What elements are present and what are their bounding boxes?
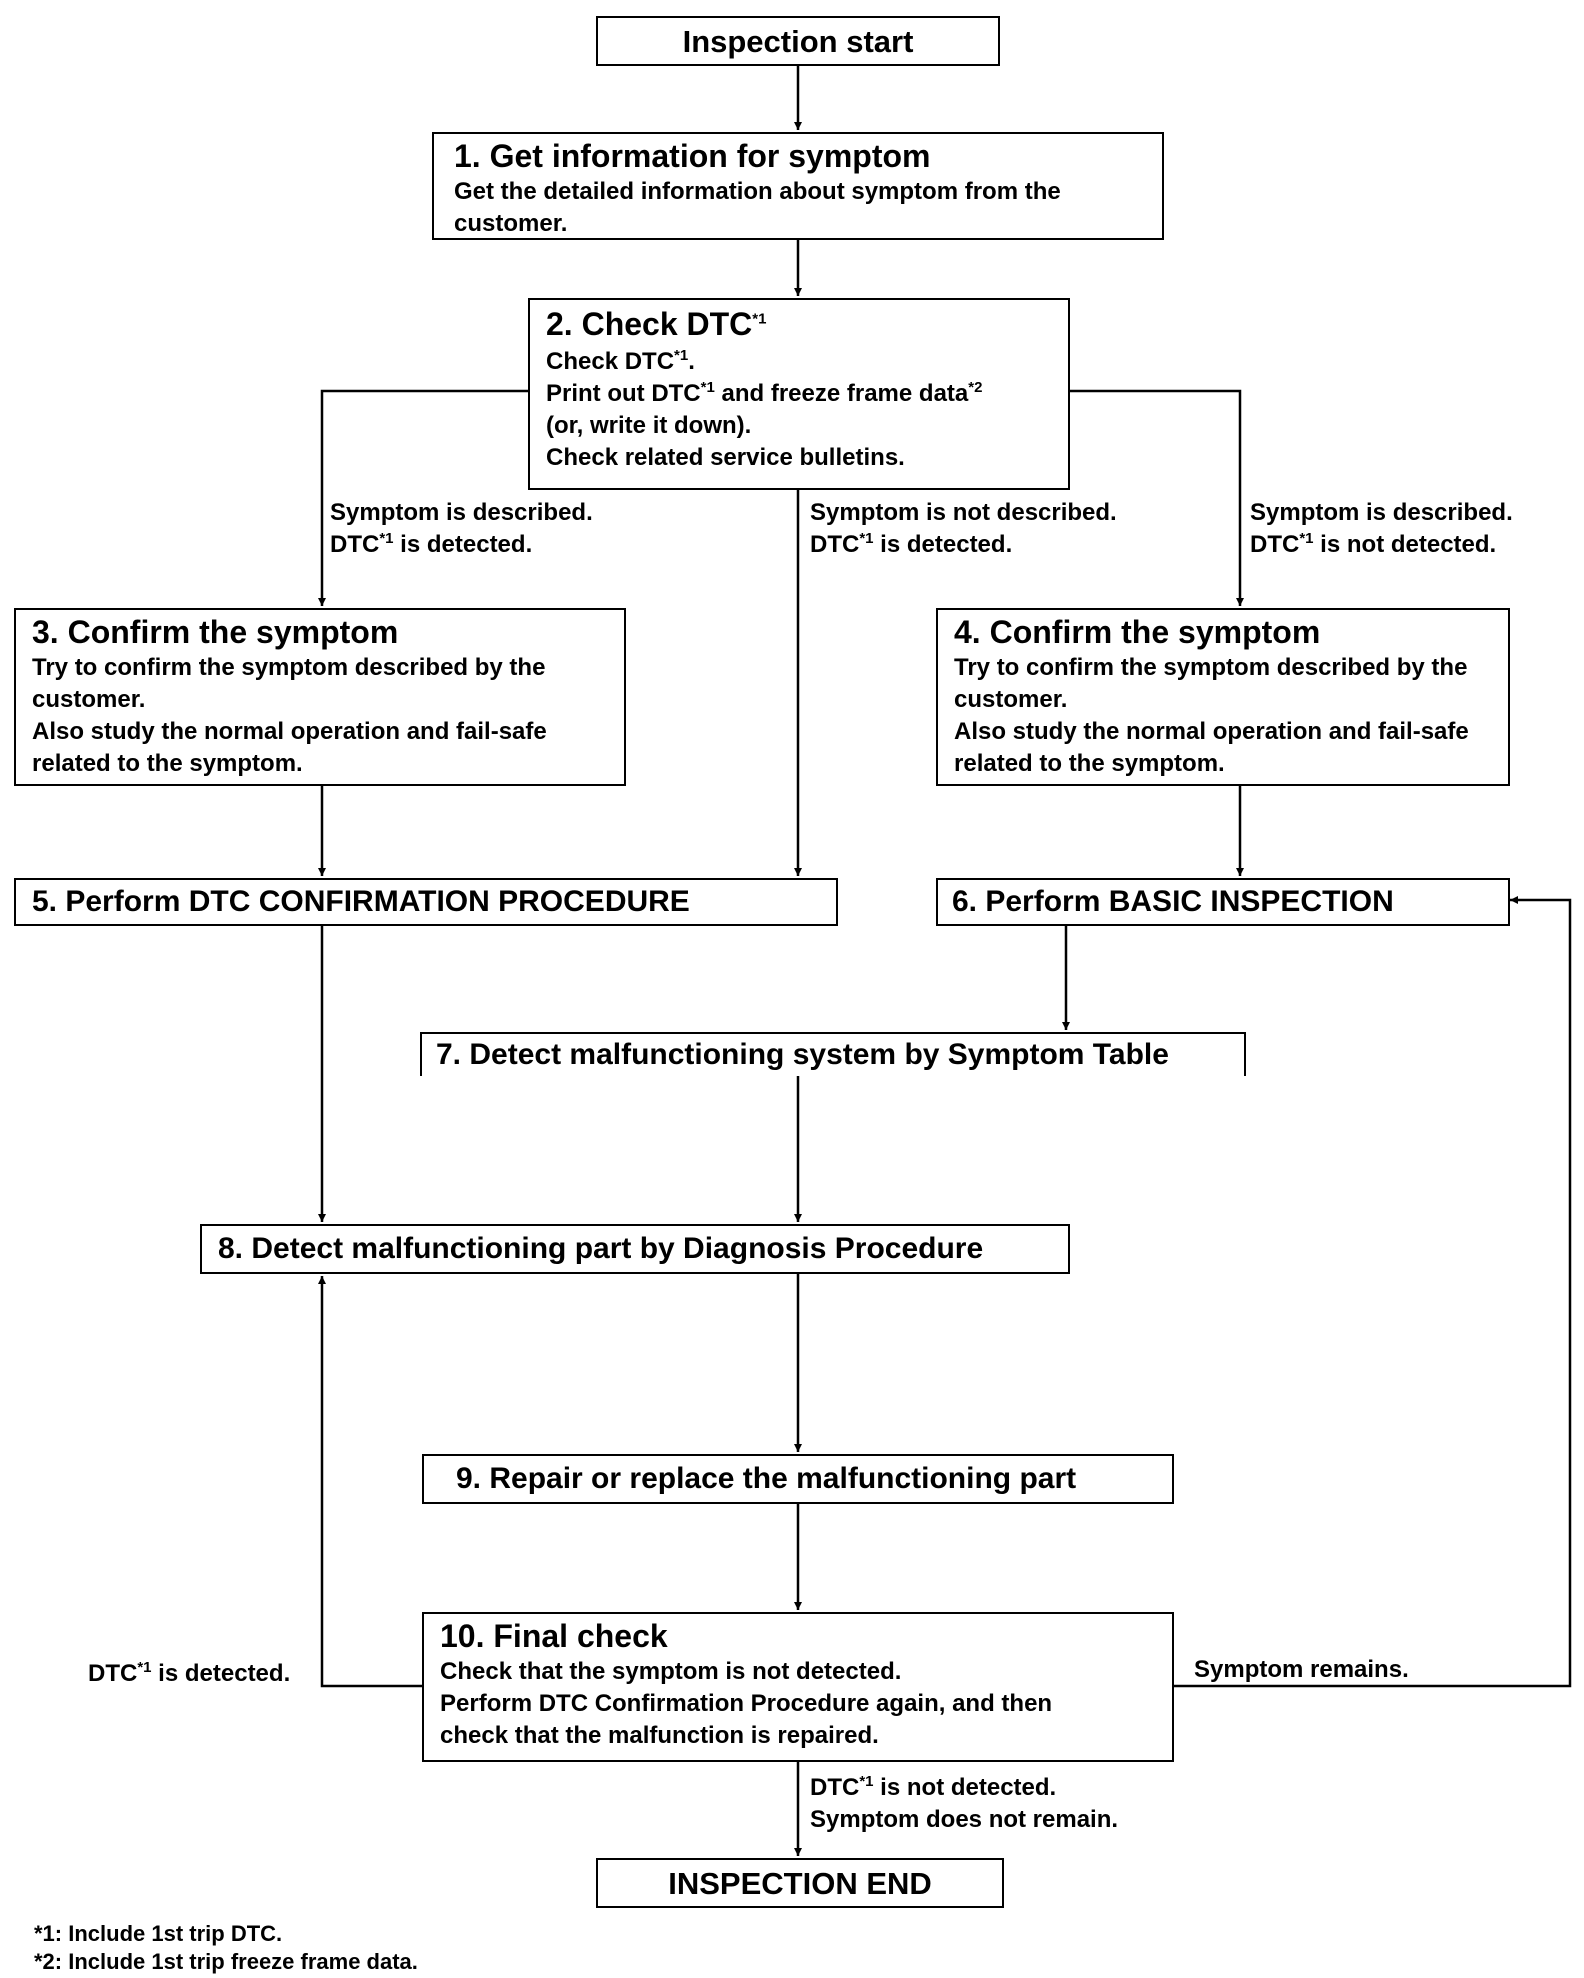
branch-mid-line-1: Symptom is not described. — [810, 499, 1117, 526]
step8-title: 8. Detect malfunctioning part by Diagnos… — [218, 1232, 984, 1265]
step10-line-2: Perform DTC Confirmation Procedure again… — [440, 1690, 1053, 1717]
step3-line-3: Also study the normal operation and fail… — [32, 718, 547, 745]
branch-mid-line-2: DTC*1 is detected. — [810, 530, 1013, 558]
arrow-step2-to-step4 — [1070, 389, 1244, 606]
step10-title: 10. Final check — [440, 1618, 668, 1654]
step5-box: 5. Perform DTC CONFIRMATION PROCEDURE — [14, 878, 838, 926]
start-box: Inspection start — [596, 16, 1000, 66]
end-condition-line-2: Symptom does not remain. — [810, 1806, 1119, 1833]
step2-line-4: Check related service bulletins. — [546, 444, 905, 471]
step4-title: 4. Confirm the symptom — [954, 614, 1321, 650]
branch-right-line-2: DTC*1 is not detected. — [1250, 530, 1497, 558]
step7-box: 7. Detect malfunctioning system by Sympt… — [420, 1032, 1246, 1076]
step4-box: 4. Confirm the symptom Try to confirm th… — [936, 608, 1510, 786]
step2-line-2: Print out DTC*1 and freeze frame data*2 — [546, 379, 983, 407]
step3-line-1: Try to confirm the symptom described by … — [32, 654, 546, 681]
step10-line-1: Check that the symptom is not detected. — [440, 1658, 902, 1685]
step2-box: 2. Check DTC*1 Check DTC*1. Print out DT… — [528, 298, 1070, 490]
arrow-step2-to-step3 — [318, 389, 528, 606]
step10-box: 10. Final check Check that the symptom i… — [422, 1612, 1174, 1762]
step2-line-3: (or, write it down). — [546, 412, 752, 439]
start-label: Inspection start — [682, 24, 914, 59]
step7-title: 7. Detect malfunctioning system by Sympt… — [436, 1038, 1169, 1071]
step9-title: 9. Repair or replace the malfunctioning … — [456, 1462, 1077, 1495]
arrow-step10-to-step6 — [1174, 896, 1572, 1688]
branch-right-line-1: Symptom is described. — [1250, 499, 1513, 526]
step1-title: 1. Get information for symptom — [454, 138, 931, 174]
step6-title: 6. Perform BASIC INSPECTION — [952, 885, 1394, 918]
step6-box: 6. Perform BASIC INSPECTION — [936, 878, 1510, 926]
step3-title: 3. Confirm the symptom — [32, 614, 399, 650]
end-condition-line-1: DTC*1 is not detected. — [810, 1773, 1057, 1801]
step4-line-2: customer. — [954, 686, 1068, 713]
step3-box: 3. Confirm the symptom Try to confirm th… — [14, 608, 626, 786]
end-label: INSPECTION END — [668, 1866, 932, 1901]
footnote-2: *2: Include 1st trip freeze frame data. — [34, 1949, 418, 1974]
step4-line-4: related to the symptom. — [954, 750, 1225, 777]
step3-line-2: customer. — [32, 686, 146, 713]
step1-line-1: Get the detailed information about sympt… — [454, 178, 1061, 205]
end-box: INSPECTION END — [596, 1858, 1004, 1908]
step1-line-2: customer. — [454, 210, 568, 237]
branch-left-line-1: Symptom is described. — [330, 499, 593, 526]
step8-box: 8. Detect malfunctioning part by Diagnos… — [200, 1224, 1070, 1274]
step2-line-1: Check DTC*1. — [546, 347, 695, 375]
footnote-1: *1: Include 1st trip DTC. — [34, 1921, 283, 1946]
step2-title: 2. Check DTC*1 — [546, 306, 767, 342]
step3-line-4: related to the symptom. — [32, 750, 303, 777]
step4-line-3: Also study the normal operation and fail… — [954, 718, 1469, 745]
step10-line-3: check that the malfunction is repaired. — [440, 1722, 879, 1749]
arrow-step10-to-step8 — [318, 1276, 422, 1688]
step4-line-1: Try to confirm the symptom described by … — [954, 654, 1468, 681]
label-dtc-detected: DTC*1 is detected. — [88, 1659, 291, 1687]
branch-left-line-2: DTC*1 is detected. — [330, 530, 533, 558]
step5-title: 5. Perform DTC CONFIRMATION PROCEDURE — [32, 885, 690, 918]
step9-box: 9. Repair or replace the malfunctioning … — [422, 1454, 1174, 1504]
step1-box: 1. Get information for symptom Get the d… — [432, 132, 1164, 240]
label-symptom-remains: Symptom remains. — [1194, 1656, 1409, 1683]
